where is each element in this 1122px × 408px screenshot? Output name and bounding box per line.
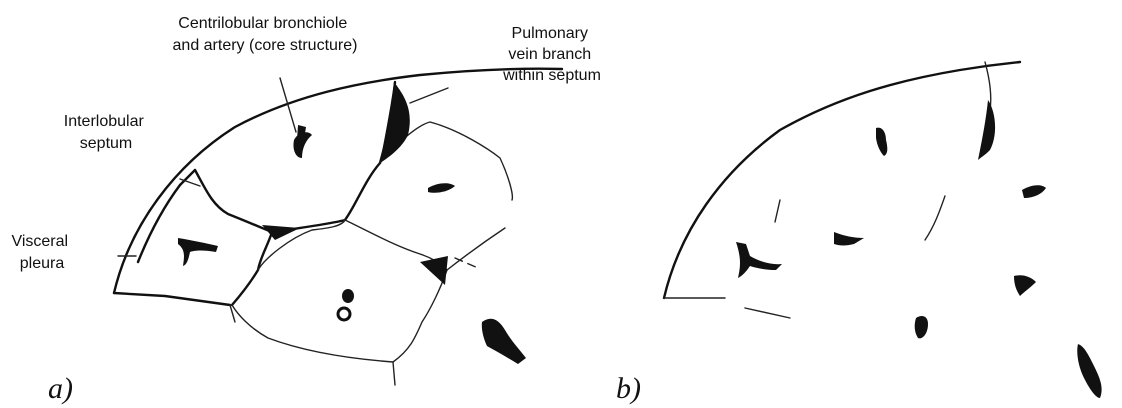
- core-b-2: [1022, 185, 1046, 198]
- leader-pulmonary-vein: [410, 88, 448, 103]
- core-structure-left: [178, 238, 218, 266]
- label-visceral-pleura: Visceral pleura: [11, 233, 72, 272]
- lobule-bottom-center-right: [393, 270, 447, 362]
- septum-b-frag-2: [925, 196, 945, 240]
- visceral-pleura-arc-a: [114, 69, 562, 293]
- lobule-top: [195, 170, 272, 232]
- label-pulmonary-vein: Pulmonary vein branch within septum: [502, 25, 601, 84]
- core-b-7: [1077, 344, 1101, 398]
- core-b-5: [1014, 275, 1036, 296]
- core-b-3: [736, 242, 782, 278]
- septum-dashed-right-a: [455, 258, 478, 268]
- panel-label-b: b): [616, 372, 641, 405]
- core-b-4: [834, 232, 864, 246]
- core-structure-top: [293, 125, 312, 158]
- core-structure-bottom: [338, 289, 354, 320]
- core-structure-outer: [482, 319, 526, 364]
- label-interlobular-septum: Interlobular septum: [64, 113, 149, 152]
- panel-b: [664, 62, 1102, 398]
- core-b-1: [876, 128, 887, 156]
- lobule-left-middle: [232, 232, 272, 305]
- septum-b-frag-1: [775, 200, 780, 222]
- lobule-right-upper-bottom-right: [447, 228, 505, 270]
- visceral-pleura-arc-b: [664, 62, 1020, 298]
- lobule-bottom-center-bottom: [232, 305, 393, 362]
- vein-b-top: [978, 100, 995, 160]
- vein-junction-top: [380, 82, 410, 163]
- core-structure-right: [428, 183, 455, 193]
- septum-lobule-top-right: [272, 163, 380, 232]
- septum-bottom-extension: [393, 362, 395, 385]
- base-dash-b: [745, 308, 790, 318]
- base-line-a: [114, 293, 230, 305]
- panel-a: [114, 69, 562, 385]
- vein-junction-right: [420, 256, 448, 285]
- core-b-6: [915, 316, 928, 338]
- label-centrilobular: Centrilobular bronchiole and artery (cor…: [173, 15, 358, 54]
- panel-label-a: a): [48, 372, 73, 405]
